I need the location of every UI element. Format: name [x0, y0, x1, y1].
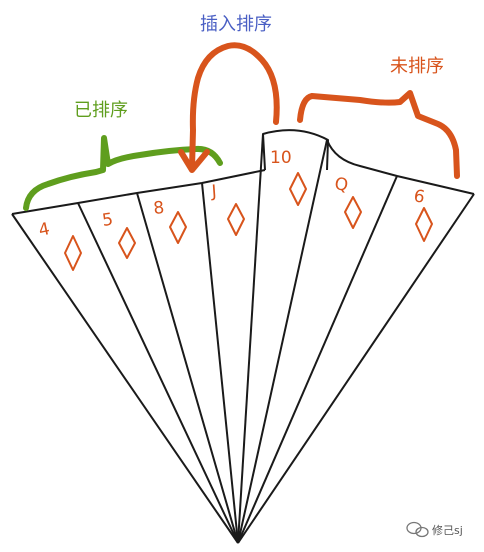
- card-rank: J: [210, 182, 217, 202]
- card-divider: [237, 139, 328, 544]
- card-rank: 4: [37, 219, 52, 241]
- watermark-text: 修己sj: [432, 523, 463, 537]
- insert-arrow-head: [178, 149, 210, 173]
- card-rank: 8: [152, 198, 165, 219]
- diamond-icon: [344, 196, 362, 229]
- card-divider: [11, 213, 239, 544]
- card-fan: [11, 129, 475, 544]
- card-divider: [237, 193, 475, 544]
- card-suits: [64, 172, 433, 271]
- fan-top-edge-left: [11, 169, 266, 215]
- card-10-top: [262, 129, 329, 171]
- sorted-label: 已排序: [74, 100, 128, 121]
- watermark: 修己sj: [406, 521, 463, 538]
- card-rank: 6: [412, 186, 426, 208]
- insert-label: 插入排序: [200, 14, 272, 35]
- diamond-icon: [289, 172, 307, 206]
- card-rank: 5: [101, 210, 115, 231]
- card-ranks: 4 5 8 J 10 Q 6: [37, 148, 426, 241]
- insert-arrow: [189, 42, 280, 171]
- diamond-icon: [64, 235, 82, 271]
- fan-top-edge-right: [326, 139, 475, 195]
- diamond-icon: [118, 227, 136, 259]
- unsorted-label: 未排序: [390, 56, 444, 77]
- card-divider: [136, 192, 239, 544]
- wechat-icon: [406, 521, 429, 538]
- card-rank: 10: [270, 148, 292, 168]
- card-divider: [77, 202, 239, 544]
- card-divider: [237, 133, 264, 544]
- card-divider: [201, 182, 239, 544]
- card-rank: Q: [333, 174, 349, 196]
- diamond-icon: [415, 207, 433, 242]
- unsorted-bracket: [297, 90, 460, 179]
- sorted-bracket: [23, 135, 223, 211]
- diamond-icon: [227, 203, 245, 236]
- diamond-icon: [169, 211, 187, 244]
- card-divider: [237, 175, 398, 544]
